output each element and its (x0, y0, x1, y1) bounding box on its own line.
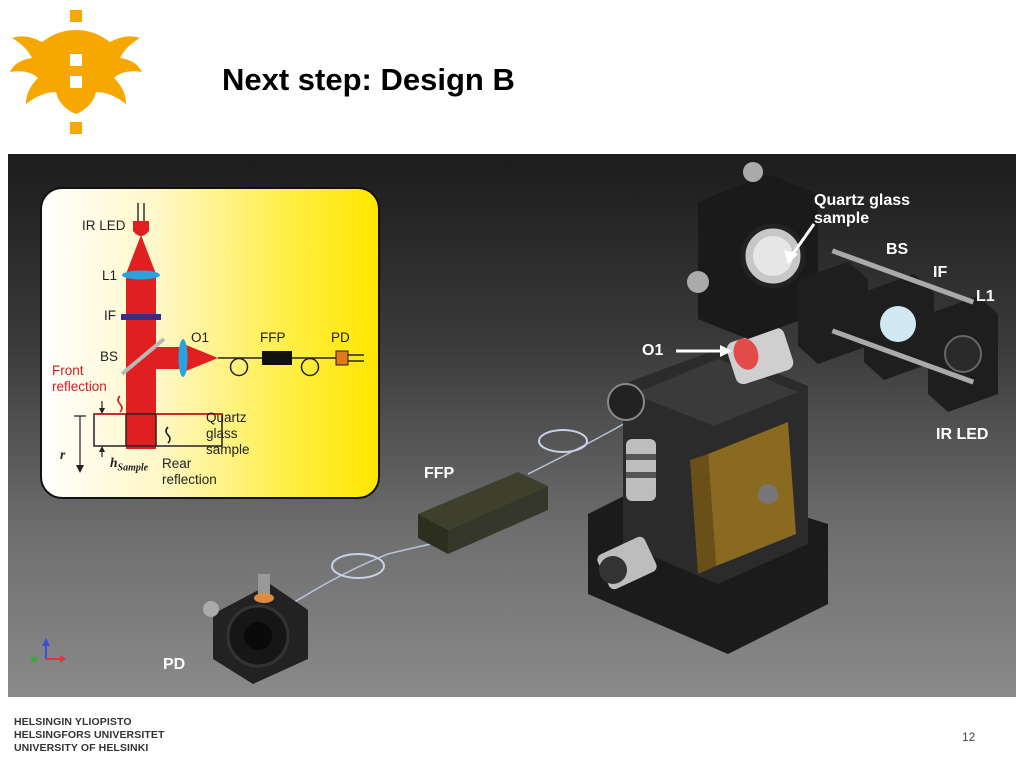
l1-label: L1 (976, 288, 995, 305)
university-flame-logo (10, 10, 142, 134)
ffp-label: FFP (424, 465, 455, 482)
slide-title: Next step: Design B (222, 62, 515, 97)
diagram-bs-label: BS (100, 349, 119, 364)
diagram-quartz-label: Quartz glass sample (206, 410, 250, 457)
page-number: 12 (962, 730, 976, 744)
quartz-sample-label: Quartz glass sample (814, 192, 911, 227)
bs-label: BS (886, 241, 909, 258)
pd-label: PD (163, 656, 186, 673)
optical-path-diagram (74, 203, 364, 473)
front-reflection-label: Front reflection (52, 363, 107, 394)
rear-reflection-label: Rear reflection (162, 456, 217, 487)
apparatus-render (30, 162, 998, 684)
diagram-pd-label: PD (331, 330, 350, 345)
h-sample-label: hSample (110, 455, 149, 474)
if-label: IF (933, 264, 948, 281)
diagram-ffp-label: FFP (260, 330, 286, 345)
schematic-inset: IR LED L1 IF BS O1 FFP PD Front reflecti… (40, 187, 380, 499)
diagram-o1-label: O1 (191, 330, 210, 345)
o1-label: O1 (642, 342, 664, 359)
diagram-ir-led-label: IR LED (82, 218, 126, 233)
diagram-if-label: IF (104, 308, 116, 323)
r-dimension-label: r (60, 447, 66, 462)
university-name: HELSINGIN YLIOPISTO HELSINGFORS UNIVERSI… (14, 716, 165, 754)
diagram-l1-label: L1 (102, 268, 118, 283)
setup-render: Quartz glass sample BS IF L1 O1 IR LED F… (8, 154, 1016, 697)
ir-led-label: IR LED (936, 426, 989, 443)
